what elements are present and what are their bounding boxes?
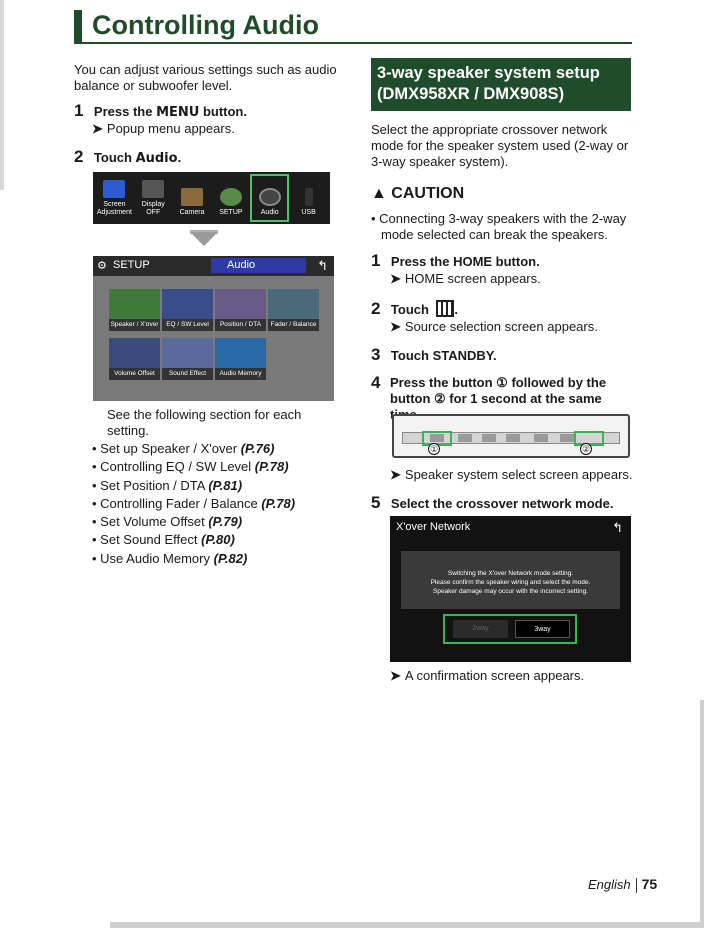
- popup-menu: Screen Adjustment Display OFF Camera SET…: [93, 172, 330, 224]
- step-text: Select the crossover network mode.: [390, 496, 614, 511]
- right-step-5: 5 Select the crossover network mode.: [371, 493, 613, 513]
- link-item[interactable]: • Set Position / DTA (P.81): [92, 478, 243, 493]
- right-step-1-result: ➤HOME screen appears.: [390, 271, 541, 286]
- page-edge-right: [700, 700, 704, 928]
- step-text: Press the HOME button.: [390, 254, 540, 269]
- panel-key[interactable]: [560, 434, 574, 442]
- tile-image: [162, 338, 213, 368]
- panel-key[interactable]: [430, 434, 444, 442]
- right-step-4-result: ➤Speaker system select screen appears.: [390, 467, 633, 482]
- step-number: 1: [74, 101, 84, 120]
- panel-key[interactable]: [458, 434, 472, 442]
- left-step-1-result: ➤Popup menu appears.: [92, 121, 235, 136]
- link-item[interactable]: • Use Audio Memory (P.82): [92, 551, 248, 566]
- callout-2: ②: [580, 443, 592, 455]
- caution-heading: ▲ CAUTION: [371, 185, 465, 202]
- footer-language: English: [588, 877, 631, 892]
- step-number: 1: [371, 251, 381, 270]
- audio-tab[interactable]: Audio: [211, 258, 306, 273]
- subsection-header: 3-way speaker system setup (DMX958XR / D…: [371, 58, 631, 111]
- camera-icon: [181, 188, 204, 206]
- position-dta-tile[interactable]: Position / DTA: [215, 289, 266, 331]
- display-off-button[interactable]: Display OFF: [135, 175, 172, 221]
- setup-screen: ⚙ SETUP Audio ↰ Speaker / X'over EQ / SW…: [93, 256, 334, 401]
- panel-key[interactable]: [506, 434, 520, 442]
- page-title: Controlling Audio: [92, 10, 319, 40]
- tile-image: [109, 289, 160, 319]
- back-icon[interactable]: ↰: [317, 258, 328, 273]
- speaker-icon: [258, 188, 281, 206]
- xover-header: X'over Network: [396, 521, 471, 533]
- subsection-intro: Select the appropriate crossover network…: [371, 122, 629, 169]
- 3way-button[interactable]: 3way: [515, 620, 570, 638]
- right-step-2-result: ➤Source selection screen appears.: [390, 319, 598, 334]
- link-item[interactable]: • Set Volume Offset (P.79): [92, 514, 243, 529]
- 2way-button[interactable]: 2way: [453, 620, 508, 638]
- step-number: 2: [74, 147, 84, 166]
- sound-effect-tile[interactable]: Sound Effect: [162, 338, 213, 380]
- right-step-5-result: ➤A confirmation screen appears.: [390, 668, 585, 683]
- gear-icon: [219, 188, 242, 206]
- caution-text: • Connecting 3-way speakers with the 2-w…: [371, 211, 627, 242]
- see-following-text: See the following section for each setti…: [107, 407, 302, 438]
- left-step-2: 2 Touch Audio.: [74, 147, 181, 167]
- usb-button[interactable]: USB: [290, 175, 327, 221]
- link-item[interactable]: • Set up Speaker / X'over (P.76): [92, 441, 275, 456]
- step-text: Touch: [390, 302, 429, 317]
- link-item[interactable]: • Controlling Fader / Balance (P.78): [92, 496, 296, 511]
- footer-separator: [635, 878, 637, 894]
- xover-network-screen: X'over Network ↰ Switching the X'over Ne…: [390, 516, 631, 662]
- xover-message: Switching the X'over Network mode settin…: [401, 551, 620, 609]
- intro-text: You can adjust various settings such as …: [74, 62, 337, 93]
- setup-header: ⚙ SETUP Audio ↰: [93, 256, 334, 276]
- setup-button[interactable]: SETUP: [212, 175, 249, 221]
- camera-button[interactable]: Camera: [174, 175, 211, 221]
- volume-offset-tile[interactable]: Volume Offset: [109, 338, 160, 380]
- page-footer: English 75: [588, 876, 658, 894]
- step-number: 3: [371, 345, 381, 364]
- flow-arrow-icon: [190, 232, 218, 246]
- left-step-1: 1 Press the MENU button.: [74, 101, 247, 121]
- screen-adjust-icon: [103, 180, 126, 198]
- tile-image: [162, 289, 213, 319]
- mode-selection-highlight: [443, 614, 577, 644]
- step-text: Touch STANDBY.: [390, 348, 497, 363]
- setup-tab[interactable]: SETUP: [113, 259, 150, 271]
- page-edge: [0, 0, 4, 190]
- step-number: 2: [371, 299, 381, 318]
- callout-1: ①: [428, 443, 440, 455]
- page-edge-bottom: [110, 922, 704, 928]
- right-step-1: 1 Press the HOME button.: [371, 251, 540, 271]
- eq-sw-level-tile[interactable]: EQ / SW Level: [162, 289, 213, 331]
- section-header: Controlling Audio: [74, 8, 632, 44]
- usb-icon: [304, 188, 313, 206]
- back-icon[interactable]: ↰: [612, 520, 623, 535]
- panel-key[interactable]: [482, 434, 496, 442]
- speaker-xover-tile[interactable]: Speaker / X'over: [109, 289, 160, 331]
- right-step-3: 3 Touch STANDBY.: [371, 345, 497, 365]
- tile-image: [109, 338, 160, 368]
- page-number: 75: [641, 876, 658, 892]
- step-number: 4: [371, 373, 381, 392]
- tile-image: [268, 289, 319, 319]
- link-item[interactable]: • Set Sound Effect (P.80): [92, 532, 235, 547]
- fader-balance-tile[interactable]: Fader / Balance: [268, 289, 319, 331]
- step-number: 5: [371, 493, 381, 512]
- tile-image: [215, 289, 266, 319]
- right-step-2: 2 Touch .: [371, 299, 459, 318]
- display-off-icon: [142, 180, 165, 198]
- audio-button[interactable]: Audio: [250, 174, 290, 222]
- panel-key[interactable]: [534, 434, 548, 442]
- step-text: Touch Audio.: [93, 150, 182, 166]
- screen-adjustment-button[interactable]: Screen Adjustment: [96, 175, 133, 221]
- gear-icon: ⚙: [97, 260, 107, 272]
- link-item[interactable]: • Controlling EQ / SW Level (P.78): [92, 459, 289, 474]
- title-accent: [74, 10, 82, 42]
- tile-image: [215, 338, 266, 368]
- step-text: Press the MENU button.: [93, 104, 247, 120]
- audio-memory-tile[interactable]: Audio Memory: [215, 338, 266, 380]
- warning-icon: ▲: [371, 185, 387, 202]
- grid-icon: [436, 300, 455, 317]
